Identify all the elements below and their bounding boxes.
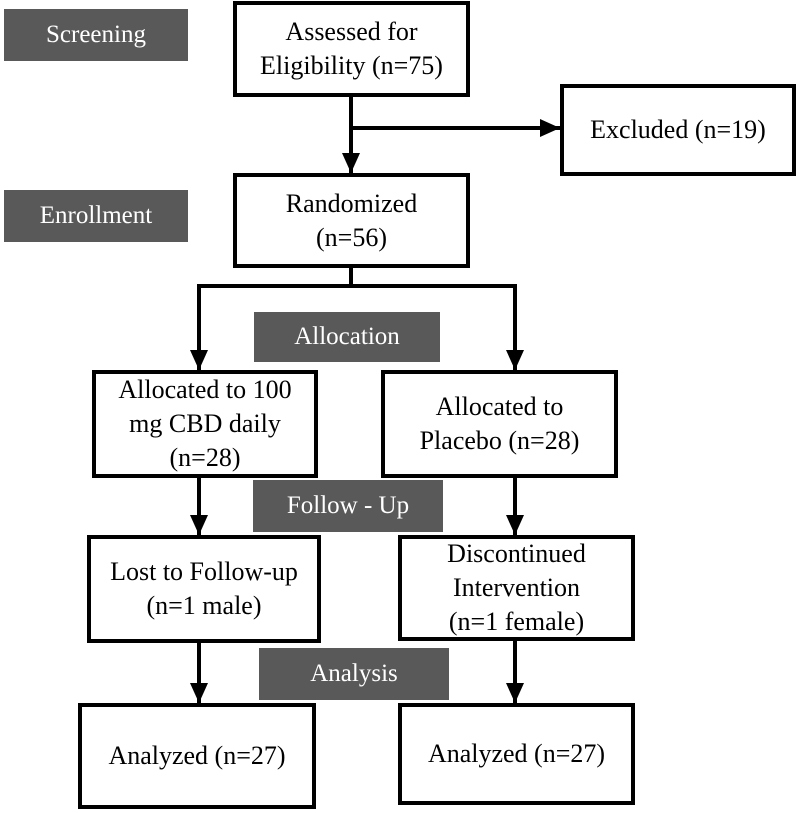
stage-label-allocation: Allocation	[254, 312, 440, 362]
stage-label-follow-up: Follow - Up	[253, 480, 443, 532]
stage-label-enrollment: Enrollment	[4, 190, 188, 242]
box-discontinued-intervention: Discontinued Intervention (n=1 female)	[398, 535, 635, 641]
box-lost-to-follow-up: Lost to Follow-up (n=1 male)	[87, 535, 321, 643]
box-excluded: Excluded (n=19)	[560, 84, 796, 176]
box-allocated-placebo: Allocated to Placebo (n=28)	[381, 370, 618, 478]
box-analyzed-cbd: Analyzed (n=27)	[78, 703, 316, 809]
box-randomized: Randomized (n=56)	[233, 173, 470, 268]
stage-label-screening: Screening	[4, 9, 188, 61]
stage-label-analysis: Analysis	[259, 648, 449, 700]
box-analyzed-placebo: Analyzed (n=27)	[398, 703, 635, 805]
box-assessed-for-eligibility: Assessed for Eligibility (n=75)	[233, 1, 470, 97]
box-allocated-cbd: Allocated to 100 mg CBD daily (n=28)	[92, 370, 318, 478]
